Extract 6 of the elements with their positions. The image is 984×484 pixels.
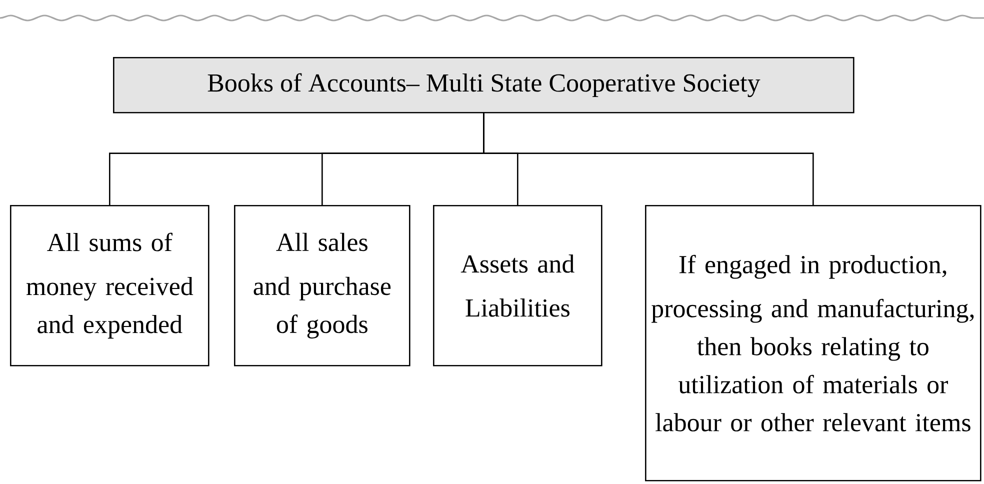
title-box: Books of Accounts– Multi State Cooperative Society — [113, 57, 854, 114]
category-box: All sums of money received and expended — [10, 205, 210, 366]
category-box: All sales and purchase of goods — [234, 205, 410, 366]
category-box: If engaged in production, processing and manufacturing, then books relating to utilization of materials or labour or other relevant items — [645, 205, 982, 482]
category-box: Assets and Liabilities — [433, 205, 602, 366]
connector-line — [483, 113, 814, 205]
